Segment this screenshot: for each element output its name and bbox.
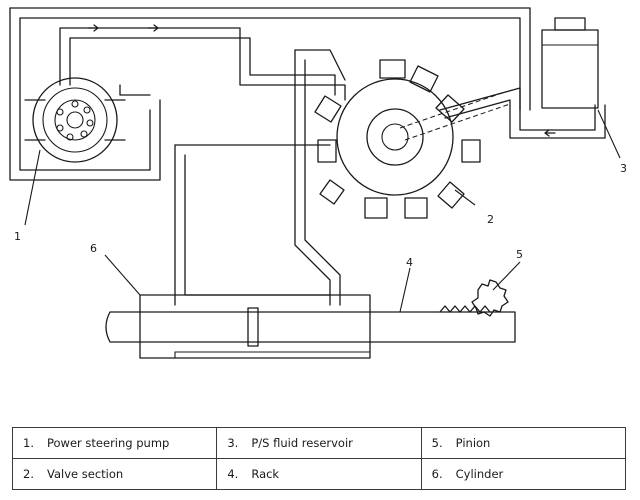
legend-cell: 6. Cylinder [420, 458, 627, 490]
callout-3: 3 [620, 162, 627, 175]
legend-label: Cylinder [455, 467, 504, 481]
pinion [471, 279, 509, 317]
legend-label: Pinion [455, 436, 491, 450]
power-steering-diagram: 1 2 3 4 5 6 [9, 7, 627, 359]
legend-label: Valve section [47, 467, 124, 481]
legend-label: P/S fluid reservoir [251, 436, 353, 450]
legend-cell: 1. Power steering pump [11, 427, 218, 459]
fluid-reservoir [541, 17, 599, 109]
legend-label: Power steering pump [47, 436, 170, 450]
legend-row: 2. Valve section 4. Rack 6. Cylinder [11, 458, 627, 490]
legend-number: 5. [431, 436, 443, 450]
hydraulic-lines [9, 7, 606, 181]
callout-4: 4 [406, 256, 413, 269]
callout-1: 1 [14, 230, 21, 243]
cylinder-lines [174, 49, 346, 306]
power-steering-pump [24, 77, 126, 163]
callouts: 1 2 3 4 5 6 [14, 109, 627, 313]
legend-cell: 2. Valve section [11, 458, 218, 490]
legend-number: 4. [227, 467, 239, 481]
legend-number: 3. [227, 436, 239, 450]
legend-row: 1. Power steering pump 3. P/S fluid reserv… [11, 427, 627, 459]
legend-label: Rack [251, 467, 280, 481]
legend-number: 6. [431, 467, 443, 481]
callout-2: 2 [487, 213, 494, 226]
legend-cell: 3. P/S fluid reservoir [216, 427, 422, 459]
legend-number: 2. [23, 467, 34, 481]
legend-number: 1. [23, 436, 34, 450]
callout-5: 5 [516, 248, 523, 261]
callout-6: 6 [90, 242, 97, 255]
legend-cell: 5. Pinion [420, 427, 627, 459]
rack-cylinder [105, 294, 516, 359]
legend-table: 1. Power steering pump 3. P/S fluid reserv… [11, 427, 627, 490]
valve-section [314, 59, 511, 219]
legend-cell: 4. Rack [216, 458, 422, 490]
